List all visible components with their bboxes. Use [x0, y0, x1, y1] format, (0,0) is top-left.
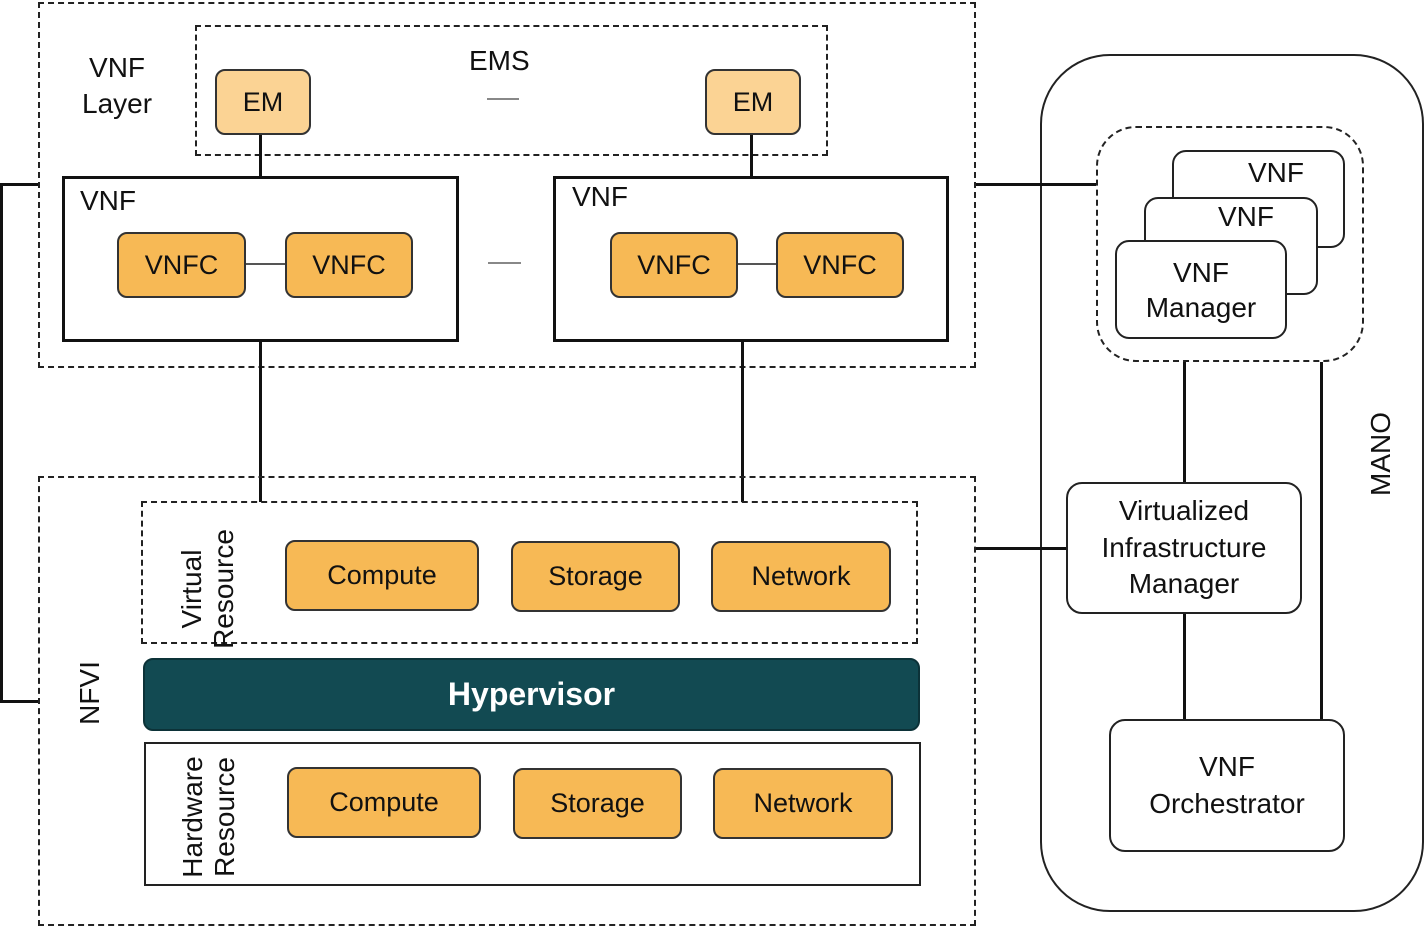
nfvi-region	[38, 476, 976, 926]
vnfm-to-orchestrator-connector	[1320, 362, 1323, 719]
vnf-right-label: VNF	[572, 181, 628, 212]
virtual-network: Network	[711, 541, 891, 612]
hardware-resource-label: Hardware Resource	[177, 745, 247, 889]
mano-region	[1040, 54, 1424, 912]
vnf-layer-region	[38, 2, 976, 368]
vnf-layer-label-line2: Layer	[82, 88, 153, 120]
ems-ellipsis	[487, 98, 519, 100]
vnfm-to-vim-connector	[1183, 362, 1186, 482]
orchestrator-line2: Orchestrator	[1149, 787, 1305, 819]
orchestrator-box: VNF Orchestrator	[1109, 719, 1345, 852]
em-left: EM	[215, 69, 311, 135]
orchestrator-line1: VNF	[1199, 751, 1255, 783]
vnf-layer-to-vnfm-connector	[976, 183, 1096, 186]
vnf-right-down-connector	[741, 342, 744, 502]
vnf-manager-group	[1096, 126, 1364, 362]
em-left-connector	[259, 135, 262, 177]
vnf-left-down-connector	[259, 342, 262, 502]
ems-label: EMS	[469, 45, 530, 76]
em-right: EM	[705, 69, 801, 135]
vim-line2: Infrastructure	[1101, 531, 1267, 563]
vnfc-left-b: VNFC	[285, 232, 413, 298]
mano-label: MANO	[1365, 412, 1396, 496]
vnf-left-label: VNF	[80, 185, 136, 216]
hardware-compute: Compute	[287, 767, 481, 838]
hardware-resource-label-line1: Hardware	[177, 756, 208, 878]
virtual-compute: Compute	[285, 540, 479, 611]
left-bracket-bottom	[0, 700, 38, 703]
vim-line1: Virtualized	[1118, 495, 1250, 527]
vnf-manager-box: VNF Manager	[1115, 240, 1287, 339]
vnf-stack-back-label: VNF	[1248, 157, 1304, 188]
hypervisor-bar: Hypervisor	[143, 658, 920, 731]
vnf-manager-line2: Manager	[1145, 291, 1257, 323]
hardware-storage: Storage	[513, 768, 682, 839]
vnf-layer-label: VNF Layer	[82, 50, 152, 123]
nfvi-label: NFVI	[74, 661, 105, 725]
vim-to-orchestrator-connector	[1183, 614, 1186, 719]
hardware-resource-region	[144, 742, 921, 886]
vnf-stack-mid-label: VNF	[1218, 201, 1274, 232]
vnfc-left-link	[246, 263, 285, 265]
hardware-resource-label-line2: Resource	[209, 757, 241, 877]
vnfc-right-link	[738, 263, 776, 265]
vim-box: Virtualized Infrastructure Manager	[1066, 482, 1302, 614]
virtual-resource-label: Virtual Resource	[176, 519, 246, 659]
virtual-resource-label-line1: Virtual	[176, 549, 207, 629]
nfvi-to-vim-connector	[976, 547, 1066, 550]
vnfc-right-a: VNFC	[610, 232, 738, 298]
vim-line3: Manager	[1128, 568, 1240, 600]
left-bracket-top	[0, 183, 38, 186]
left-bracket-vertical	[0, 183, 3, 703]
vnfc-right-b: VNFC	[776, 232, 904, 298]
virtual-resource-label-line2: Resource	[208, 529, 240, 649]
virtual-resource-region	[141, 501, 918, 644]
vnf-manager-line1: VNF	[1173, 256, 1229, 288]
vnf-ellipsis	[488, 262, 521, 264]
virtual-storage: Storage	[511, 541, 680, 612]
ems-region	[195, 25, 828, 156]
vnfc-left-a: VNFC	[117, 232, 246, 298]
vnf-layer-label-line1: VNF	[89, 52, 146, 83]
em-right-connector	[750, 135, 753, 177]
hardware-network: Network	[713, 768, 893, 839]
